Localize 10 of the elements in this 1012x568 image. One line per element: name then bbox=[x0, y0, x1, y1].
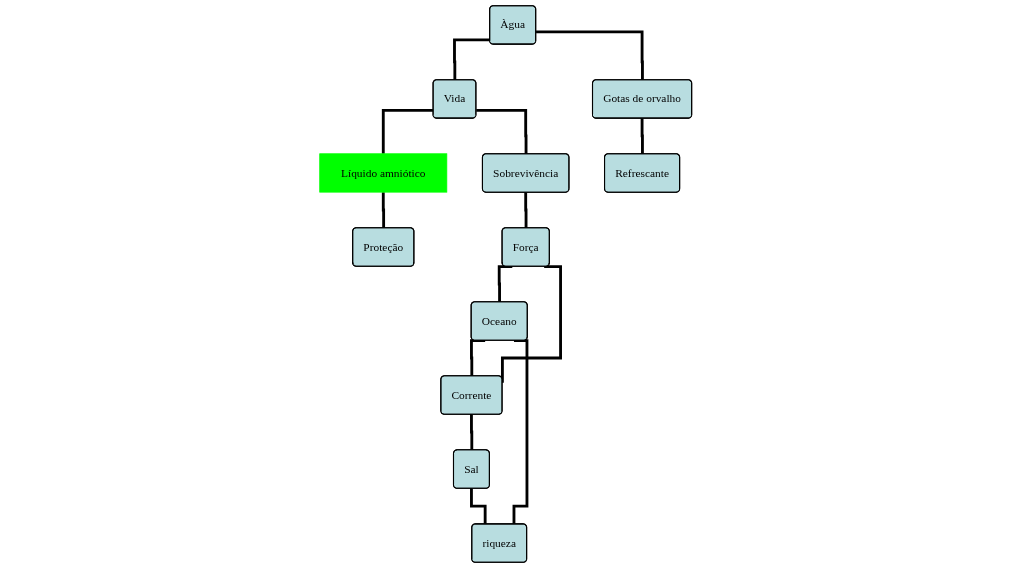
connector bbox=[476, 109, 528, 155]
connector bbox=[470, 413, 474, 451]
connector bbox=[524, 191, 528, 229]
node-box: Líquido amniótico bbox=[319, 153, 448, 193]
connector bbox=[512, 339, 529, 525]
connector bbox=[536, 30, 645, 81]
connector bbox=[453, 38, 491, 81]
connector bbox=[382, 109, 434, 154]
connector bbox=[470, 487, 487, 525]
connector bbox=[640, 117, 645, 155]
